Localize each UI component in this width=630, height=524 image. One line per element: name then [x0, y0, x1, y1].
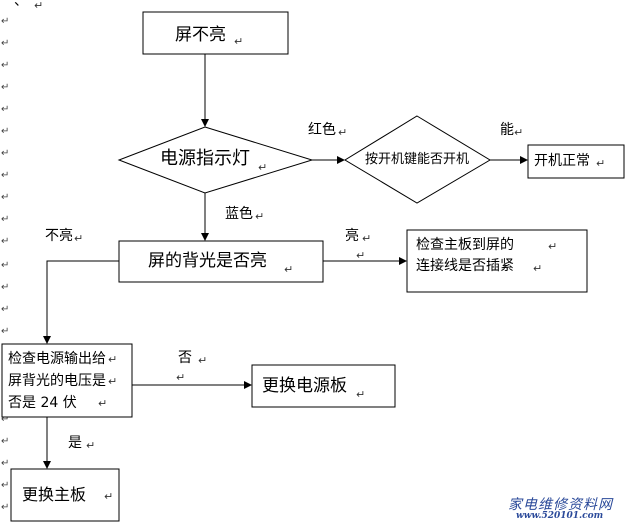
node-screen-dark-box: [142, 11, 289, 55]
node-replace-power-box: [251, 364, 396, 408]
header-mark: ↵: [34, 0, 44, 12]
edge-label-can: 能: [500, 122, 514, 138]
para-mark: ↵: [338, 126, 348, 139]
svg-text:↵: ↵: [1, 282, 9, 293]
svg-text:↵: ↵: [1, 82, 9, 93]
node-check-cable-box: [406, 229, 588, 293]
svg-text:↵: ↵: [1, 38, 9, 49]
para-mark: ↵: [362, 232, 372, 245]
para-mark: ↵: [284, 263, 294, 276]
node-check-voltage-box: [1, 343, 133, 418]
node-press-power: 按开机键能否开机: [365, 152, 470, 167]
para-mark: ↵: [176, 371, 186, 384]
edge-label-not-lit: 不亮: [45, 228, 73, 244]
edge-label-blue: 蓝色: [225, 206, 253, 222]
node-screen-dark: 屏不亮: [175, 25, 226, 45]
node-replace-power-board: 更换电源板: [262, 376, 347, 396]
svg-text:↵: ↵: [1, 480, 9, 491]
para-mark: ↵: [198, 354, 208, 367]
para-mark: ↵: [533, 262, 543, 275]
svg-text:↵: ↵: [1, 260, 9, 271]
para-mark: ↵: [596, 157, 606, 170]
para-mark: ↵: [104, 490, 114, 503]
edge-label-red: 红色: [308, 122, 336, 138]
header-fragment: 一、: [0, 0, 28, 9]
para-mark: ↵: [234, 35, 244, 48]
svg-text:↵: ↵: [1, 60, 9, 71]
edge-backlight-to-voltage: [43, 260, 119, 344]
para-mark: ↵: [548, 240, 558, 253]
watermark-url: www.520101.com: [516, 511, 604, 521]
edge-label-lit: 亮: [345, 228, 359, 244]
watermark-title: 家电维修资料网: [508, 497, 613, 513]
edge-label-yes: 是: [68, 435, 82, 451]
svg-text:↵: ↵: [1, 126, 9, 137]
node-replace-mainboard-box: [10, 468, 120, 522]
para-mark: ↵: [356, 249, 366, 262]
node-check-cable-line2: 连接线是否插紧: [416, 258, 514, 274]
svg-text:↵: ↵: [1, 170, 9, 181]
svg-text:↵: ↵: [1, 304, 9, 315]
node-check-voltage-line2: 屏背光的电压是: [8, 373, 106, 389]
para-mark: ↵: [255, 210, 265, 223]
para-mark: ↵: [108, 353, 118, 366]
node-boot-normal-box: [527, 144, 625, 179]
node-press-power-diamond: [344, 115, 491, 204]
para-mark: ↵: [98, 397, 108, 410]
node-power-indicator: 电源指示灯: [160, 148, 250, 169]
svg-text:↵: ↵: [1, 16, 9, 27]
svg-text:↵: ↵: [1, 104, 9, 115]
svg-text:↵: ↵: [1, 192, 9, 203]
para-mark: ↵: [74, 232, 84, 245]
svg-text:↵: ↵: [1, 214, 9, 225]
para-mark: ↵: [514, 126, 524, 139]
svg-text:↵: ↵: [1, 236, 9, 247]
margin-marks: ↵↵↵ ↵↵↵ ↵↵↵ ↵↵↵ ↵↵↵ ↵↵↵ ↵↵↵ ↵↵: [1, 16, 9, 513]
node-check-voltage-line1: 检查电源输出给: [8, 351, 106, 367]
svg-text:↵: ↵: [1, 148, 9, 159]
svg-text:↵: ↵: [1, 502, 9, 513]
edge-label-no: 否: [178, 350, 192, 366]
svg-text:↵: ↵: [1, 326, 9, 337]
para-mark: ↵: [108, 375, 118, 388]
svg-text:↵: ↵: [1, 414, 9, 425]
node-check-cable-line1: 检查主板到屏的: [416, 237, 514, 253]
svg-text:↵: ↵: [1, 458, 9, 469]
node-replace-mainboard: 更换主板: [22, 485, 87, 504]
para-mark: ↵: [86, 439, 96, 452]
para-mark: ↵: [356, 388, 366, 401]
node-boot-normal: 开机正常: [534, 153, 590, 169]
para-mark: ↵: [258, 161, 268, 174]
node-backlight: 屏的背光是否亮: [148, 251, 267, 271]
svg-text:↵: ↵: [1, 436, 9, 447]
node-check-voltage-line3: 否是 24 伏: [8, 395, 77, 411]
node-backlight-box: [118, 240, 324, 283]
